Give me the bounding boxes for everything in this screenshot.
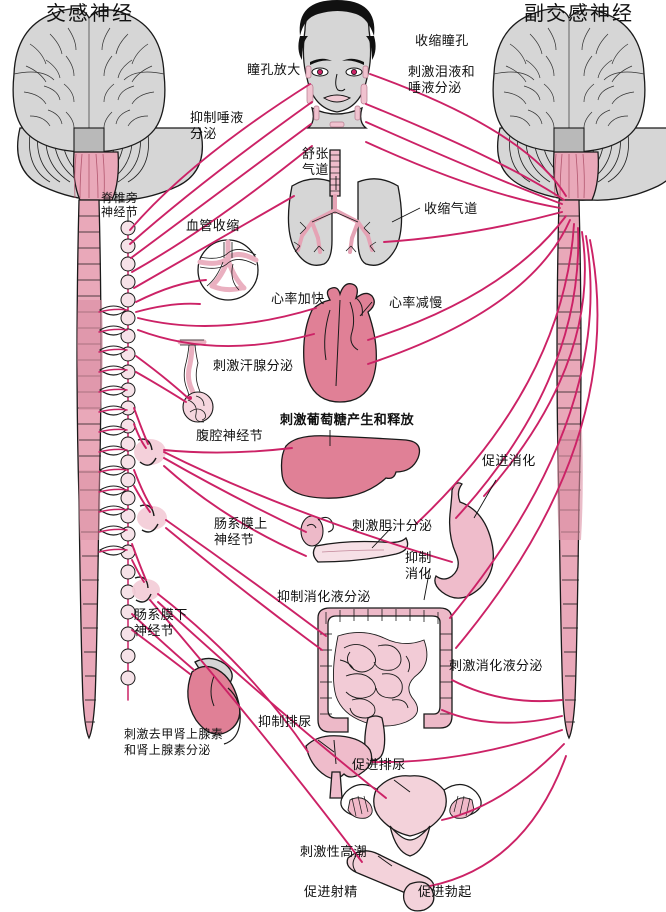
blood-vessel-illustration bbox=[197, 239, 259, 301]
inferior-mesenteric-ganglion-illustration bbox=[132, 576, 160, 603]
superior-mesenteric-ganglion-illustration bbox=[137, 504, 167, 533]
kidney-adrenal-illustration bbox=[187, 657, 241, 745]
penis-illustration bbox=[346, 850, 435, 912]
sympathetic-chain-illustration bbox=[98, 220, 136, 701]
sympathetic-nerve-pathways bbox=[129, 83, 453, 863]
leader-lines bbox=[127, 176, 497, 867]
stomach-illustration bbox=[434, 482, 494, 599]
head-face-illustration bbox=[298, 0, 376, 129]
parasympathetic-nerve-pathways bbox=[365, 73, 599, 887]
brain-right-illustration bbox=[492, 8, 666, 201]
bladder-illustration bbox=[305, 735, 373, 799]
spinal-cord-left-illustration bbox=[76, 199, 103, 740]
spinal-cord-right-illustration bbox=[556, 199, 583, 740]
sweat-gland-illustration bbox=[177, 339, 214, 423]
pancreas-illustration bbox=[312, 536, 409, 563]
intestines-illustration bbox=[317, 607, 453, 761]
brain-left-illustration bbox=[12, 8, 204, 201]
liver-illustration bbox=[280, 435, 421, 499]
heart-illustration bbox=[303, 283, 377, 403]
lungs-illustration bbox=[287, 149, 403, 266]
celiac-ganglion-illustration bbox=[134, 438, 166, 466]
uterus-illustration bbox=[340, 775, 482, 857]
